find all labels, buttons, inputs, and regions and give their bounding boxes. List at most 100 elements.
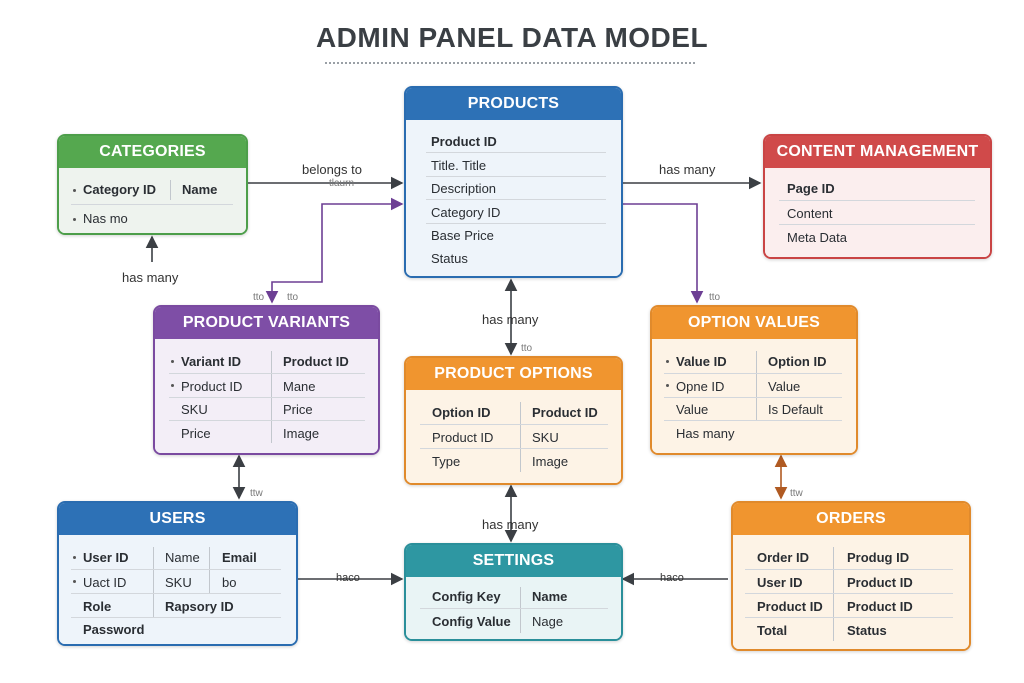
field-settings-name: Name xyxy=(532,589,568,604)
entity-options-body: Option ID Product ID Product ID SKU Type… xyxy=(406,390,621,483)
field-value-option-id-2: Opne ID xyxy=(676,379,725,394)
field-option-sku: SKU xyxy=(532,430,559,445)
field-option-type: Type xyxy=(432,454,461,469)
field-variant-id: Variant ID xyxy=(181,354,241,369)
field-order-status: Status xyxy=(847,623,887,638)
field-order-id: Order ID xyxy=(757,550,810,565)
field-content: Content xyxy=(787,206,833,221)
field-user-uact-id: Uact ID xyxy=(83,575,127,590)
label-variants-a: tto xyxy=(253,292,265,303)
field-variant-price: Price xyxy=(283,402,313,417)
field-product-id: Product ID xyxy=(431,134,497,149)
field-user-rapsory-id: Rapsory ID xyxy=(165,599,234,614)
field-order-product-id: Product ID xyxy=(847,575,913,590)
entity-content-management[interactable]: CONTENT MANAGEMENT Page ID Content Meta … xyxy=(763,134,992,259)
entity-settings[interactable]: SETTINGS Config Key Name Config Value Na… xyxy=(404,543,623,641)
label-products-content: has many xyxy=(659,162,716,177)
field-variant-name: Mane xyxy=(283,379,316,394)
title-underline xyxy=(325,62,695,64)
entity-products[interactable]: PRODUCTS Product ID Title. Title Descrip… xyxy=(404,86,623,278)
field-variant-product-id-2: Product ID xyxy=(181,379,243,394)
entity-categories-header: CATEGORIES xyxy=(59,136,246,168)
label-users-variants: ttw xyxy=(250,488,263,499)
label-options-top: tto xyxy=(521,343,533,354)
field-variant-sku: SKU xyxy=(181,402,208,417)
entity-variants-header: PRODUCT VARIANTS xyxy=(155,307,378,339)
field-variant-price-2: Price xyxy=(181,426,211,441)
entity-users-header: USERS xyxy=(59,503,296,535)
field-settings-nage: Nage xyxy=(532,614,564,629)
field-value-value: Value xyxy=(768,379,801,394)
entity-product-options[interactable]: PRODUCT OPTIONS Option ID Product ID Pro… xyxy=(404,356,623,485)
field-option-product-id-2: Product ID xyxy=(432,430,494,445)
field-order-product-id-3: Product ID xyxy=(847,599,913,614)
field-value-is-default: Is Default xyxy=(768,402,823,417)
field-order-user-id: User ID xyxy=(757,575,803,590)
entity-settings-header: SETTINGS xyxy=(406,545,621,577)
field-value-has-many: Has many xyxy=(676,426,735,441)
field-user-email: Email xyxy=(222,550,257,565)
field-option-id: Option ID xyxy=(432,405,491,420)
entity-orders-body: Order ID Produg ID User ID Product ID Pr… xyxy=(733,535,969,649)
field-variant-image: Image xyxy=(283,426,320,441)
entity-variants-body: Variant ID Product ID Product ID Mane SK… xyxy=(155,339,378,453)
entity-option-values[interactable]: OPTION VALUES Value ID Option ID Opne ID… xyxy=(650,305,858,455)
label-categories-has-many: has many xyxy=(122,270,179,285)
label-options-settings: has many xyxy=(482,517,539,532)
entity-product-variants[interactable]: PRODUCT VARIANTS Variant ID Product ID P… xyxy=(153,305,380,455)
field-user-name: Name xyxy=(165,550,200,565)
field-config-key: Config Key xyxy=(432,589,501,604)
field-status: Status xyxy=(431,251,468,266)
field-variant-product-id: Product ID xyxy=(283,354,349,369)
entity-categories-body: Category ID Name Nas mo xyxy=(59,168,246,233)
entity-content-body: Page ID Content Meta Data xyxy=(765,168,990,257)
entity-content-header: CONTENT MANAGEMENT xyxy=(765,136,990,168)
field-option-product-id: Product ID xyxy=(532,405,598,420)
field-category-name: Name xyxy=(182,182,218,197)
entity-users-body: User ID Name Email Uact ID SKU bo Role R… xyxy=(59,535,296,644)
field-title: Title. Title xyxy=(431,158,487,173)
entity-settings-body: Config Key Name Config Value Nage xyxy=(406,577,621,639)
entity-orders[interactable]: ORDERS Order ID Produg ID User ID Produc… xyxy=(731,501,971,651)
label-products-options: has many xyxy=(482,312,539,327)
field-order-product-id-2: Product ID xyxy=(757,599,823,614)
field-user-password: Password xyxy=(83,622,145,637)
page-title: ADMIN PANEL DATA MODEL xyxy=(315,22,709,53)
field-value-option-id: Option ID xyxy=(768,354,827,369)
field-description: Description xyxy=(431,181,497,196)
field-order-total: Total xyxy=(757,623,788,638)
field-category-extra: Nas mo xyxy=(83,211,128,226)
field-config-value: Config Value xyxy=(432,614,511,629)
label-variants-b: tto xyxy=(287,292,299,303)
field-category-id: Category ID xyxy=(83,182,156,197)
field-base-price: Base Price xyxy=(431,228,494,243)
field-order-produg-id: Produg ID xyxy=(847,550,910,565)
field-user-bo: bo xyxy=(222,575,237,590)
entity-values-body: Value ID Option ID Opne ID Value Value I… xyxy=(652,339,856,453)
field-user-role: Role xyxy=(83,599,112,614)
field-value-id: Value ID xyxy=(676,354,727,369)
label-orders-values: ttw xyxy=(790,488,803,499)
field-user-id: User ID xyxy=(83,550,129,565)
label-belongs-to-sub: tlaurn xyxy=(329,178,355,189)
field-value-value-2: Value xyxy=(676,402,709,417)
field-user-sku: SKU xyxy=(165,575,192,590)
entity-values-header: OPTION VALUES xyxy=(652,307,856,339)
field-category-id: Category ID xyxy=(431,205,501,220)
label-orders-settings: haco xyxy=(660,572,684,584)
entity-products-body: Product ID Title. Title Description Cate… xyxy=(406,120,621,276)
label-belongs-to: belongs to xyxy=(302,162,362,177)
label-option-values-top: tto xyxy=(709,292,721,303)
field-meta-data: Meta Data xyxy=(787,230,847,245)
line-products-optionvalues xyxy=(623,203,704,304)
entity-categories[interactable]: CATEGORIES Category ID Name Nas mo xyxy=(57,134,248,235)
entity-options-header: PRODUCT OPTIONS xyxy=(406,358,621,390)
field-page-id: Page ID xyxy=(787,181,835,196)
entity-products-header: PRODUCTS xyxy=(406,88,621,120)
line-variants-products xyxy=(265,197,404,304)
field-option-image: Image xyxy=(532,454,569,469)
entity-orders-header: ORDERS xyxy=(733,503,969,535)
entity-users[interactable]: USERS User ID Name Email Uact ID SKU bo … xyxy=(57,501,298,646)
label-users-settings: haco xyxy=(336,572,360,584)
